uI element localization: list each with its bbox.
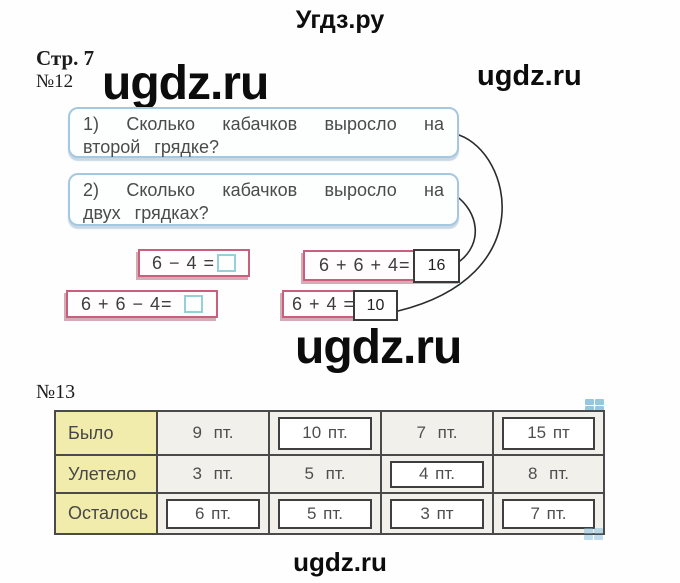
- answer-box-cell: 7 пт.: [502, 498, 595, 529]
- answer-box-cell: 10 пт.: [278, 416, 372, 450]
- answer-box-cell: 15 пт: [502, 416, 595, 450]
- table-row-uletelo: Улетело 3 пт. 5 пт. 4 пт. 8 пт.: [56, 454, 603, 492]
- grid-dot: [594, 528, 603, 534]
- equation-6-plus-6-plus-4: 6 + 6 + 4= 16: [303, 249, 460, 283]
- question-box-2: 2) Сколько кабачков выросло на двух гряд…: [68, 173, 459, 226]
- table-cell: 7 пт.: [380, 412, 492, 454]
- answer-box-cell: 4 пт.: [390, 460, 484, 488]
- cell-value: 3 пт.: [192, 464, 234, 483]
- empty-answer-square: [184, 295, 203, 313]
- row-header: Было: [56, 412, 156, 454]
- grid-dot: [594, 534, 603, 540]
- answer-box-16: 16: [413, 249, 460, 283]
- grid-dot: [585, 405, 594, 411]
- blue-grid-icon-bottom: [584, 528, 603, 540]
- table-cell: 3 пт: [380, 492, 492, 533]
- task-12-label: №12: [36, 71, 74, 92]
- grid-dot: [585, 399, 594, 405]
- empty-answer-square: [217, 254, 236, 272]
- cell-value: 9 пт.: [192, 423, 234, 442]
- question-1-line-2: второй грядке?: [83, 137, 220, 157]
- equation-6-plus-6-minus-4: 6 + 6 − 4=: [66, 290, 218, 318]
- question-box-1: 1) Сколько кабачков выросло на второй гр…: [68, 107, 459, 158]
- equation-text: 6 − 4 =: [152, 252, 216, 273]
- grid-dot: [595, 405, 604, 411]
- table-row-ostalos: Осталось 6 пт. 5 пт. 3 пт 7 пт.: [56, 492, 603, 533]
- answer-box-cell: 6 пт.: [166, 498, 260, 529]
- equation-6-minus-4: 6 − 4 =: [138, 249, 250, 277]
- watermark-left: ugdz.ru: [102, 57, 269, 110]
- table-cell: 6 пт.: [156, 492, 268, 533]
- table-cell: 5 пт.: [268, 492, 380, 533]
- page-number-label: Стр. 7: [36, 46, 95, 70]
- equation-6-plus-4: 6 + 4 = 10: [282, 290, 398, 321]
- watermark-center: ugdz.ru: [295, 321, 462, 374]
- table-cell: 15 пт: [492, 412, 603, 454]
- answer-box-cell: 3 пт: [390, 498, 484, 529]
- birds-table: Было 9 пт. 10 пт. 7 пт. 15 пт Улетело 3 …: [54, 410, 605, 535]
- question-1-line-1: 1) Сколько кабачков выросло на: [83, 114, 444, 134]
- cell-value: 5 пт.: [304, 464, 346, 483]
- table-cell: 4 пт.: [380, 454, 492, 492]
- grid-dot: [595, 399, 604, 405]
- table-cell: 8 пт.: [492, 454, 603, 492]
- row-header: Улетело: [56, 454, 156, 492]
- table-cell: 9 пт.: [156, 412, 268, 454]
- answer-box-cell: 5 пт.: [278, 498, 372, 529]
- equation-text: 6 + 4 =: [292, 293, 356, 314]
- equation-text: 6 + 6 − 4=: [81, 293, 173, 314]
- watermark-bottom: ugdz.ru: [293, 547, 387, 577]
- table-cell: 10 пт.: [268, 412, 380, 454]
- grid-dot: [584, 534, 593, 540]
- question-2-line-1: 2) Сколько кабачков выросло на: [83, 180, 444, 200]
- table-row-bylo: Было 9 пт. 10 пт. 7 пт. 15 пт: [56, 412, 603, 454]
- table-cell: 5 пт.: [268, 454, 380, 492]
- equation-text: 6 + 6 + 4=: [319, 255, 411, 275]
- answer-box-10: 10: [353, 290, 398, 321]
- row-header: Осталось: [56, 492, 156, 533]
- table-cell: 3 пт.: [156, 454, 268, 492]
- question-2-line-2: двух грядках?: [83, 203, 209, 223]
- blue-grid-icon-top: [585, 399, 604, 411]
- grid-dot: [584, 528, 593, 534]
- watermark-right: ugdz.ru: [477, 60, 582, 92]
- cell-value: 8 пт.: [527, 464, 569, 483]
- site-title: Угдз.ру: [295, 6, 385, 34]
- task-13-label: №13: [36, 381, 76, 403]
- table-cell: 7 пт.: [492, 492, 603, 533]
- cell-value: 7 пт.: [416, 423, 458, 442]
